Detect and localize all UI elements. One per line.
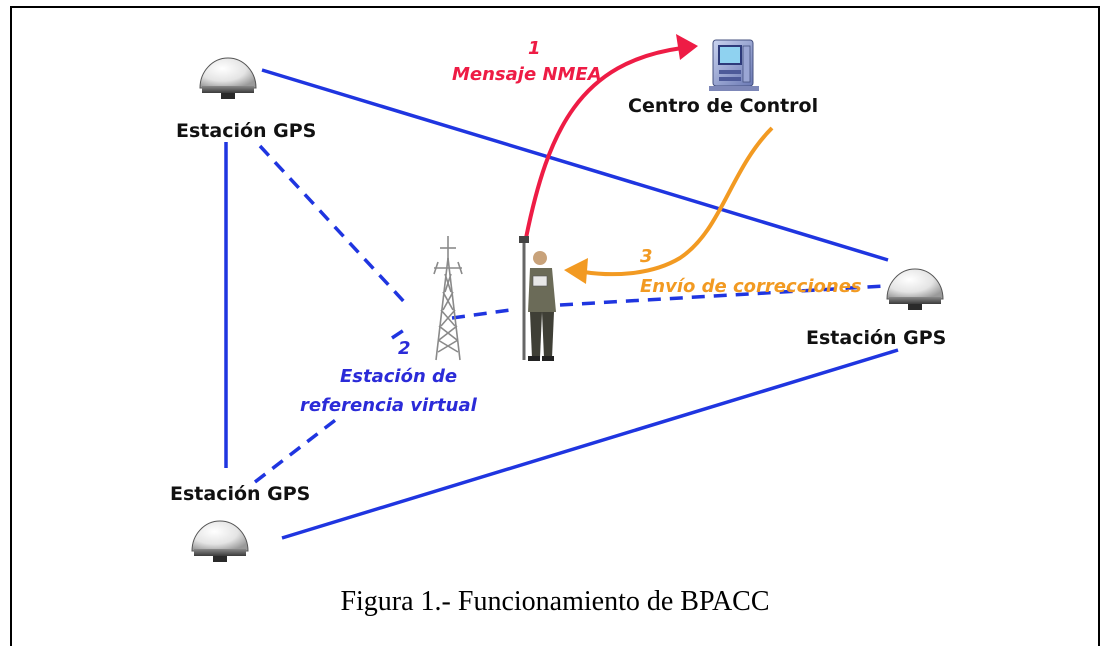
step3-label: Envío de correcciones (640, 276, 862, 297)
step1-number: 1 (528, 38, 541, 59)
step2-label-line1: Estación de (340, 366, 457, 387)
dash-bottom-to-virtual (253, 416, 340, 484)
step3-number: 3 (640, 246, 653, 267)
dash-virtual-to-surveyor (451, 308, 511, 320)
link-top-right (261, 68, 889, 262)
computer-icon (709, 39, 759, 91)
step2-number: 2 (398, 338, 411, 359)
figure-frame (10, 6, 1100, 646)
dash-virtual-step2 (391, 324, 411, 340)
station-links (224, 68, 899, 540)
station-label-bottom-left: Estación GPS (170, 483, 310, 505)
network-diagram: Estación GPS Estación GPS Estación GPS C… (170, 34, 946, 562)
step1-label: Mensaje NMEA (452, 64, 602, 85)
dash-top-to-virtual (258, 144, 410, 308)
station-label-right: Estación GPS (806, 327, 946, 349)
station-label-top-left: Estación GPS (176, 120, 316, 142)
gps-station-bottom-left (191, 520, 249, 562)
link-bottom-right (281, 348, 899, 540)
gps-station-right (886, 268, 944, 310)
control-center-label: Centro de Control (628, 95, 818, 117)
figure-caption: Figura 1.- Funcionamiento de BPACC (340, 586, 770, 617)
step2-label-line2: referencia virtual (300, 395, 478, 416)
gps-station-top-left (199, 57, 257, 99)
diagram: Estación GPS Estación GPS Estación GPS C… (10, 6, 1100, 646)
surveyor-icon (519, 236, 556, 361)
virtual-links (253, 144, 886, 484)
corrections-arrow (564, 126, 774, 284)
antenna-tower-icon (433, 236, 463, 361)
dash-surveyor-to-right (559, 284, 886, 307)
nmea-arrow (524, 34, 698, 239)
